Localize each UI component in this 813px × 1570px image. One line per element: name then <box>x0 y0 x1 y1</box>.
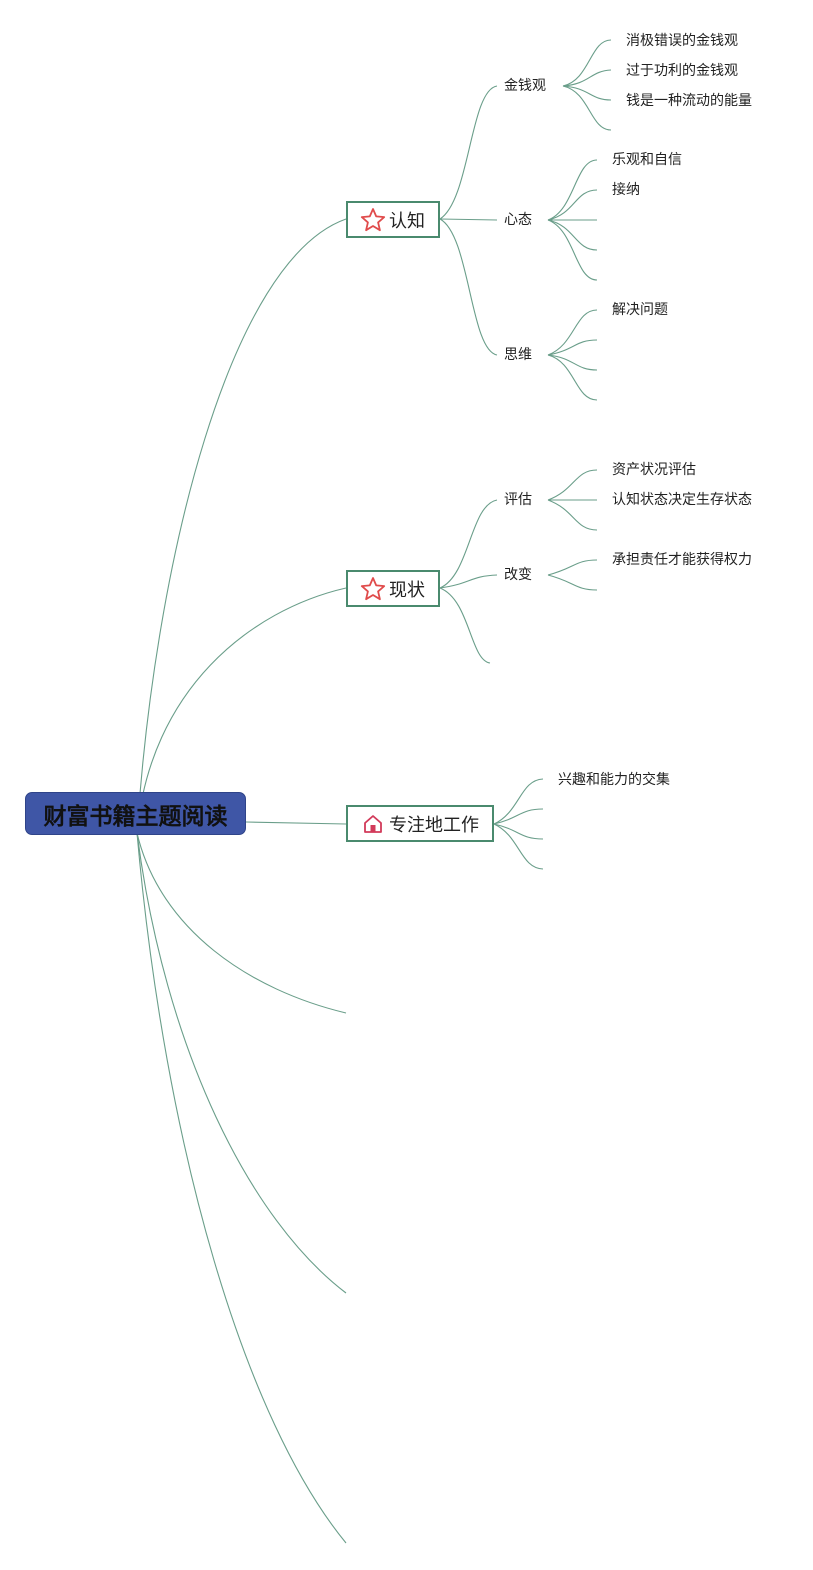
star-icon <box>360 207 386 233</box>
subtopic-change[interactable]: 改变 <box>504 567 532 583</box>
topic-label: 认知 <box>389 210 425 232</box>
leaf-node[interactable]: 过于功利的金钱观 <box>626 63 738 79</box>
root-topic[interactable]: 财富书籍主题阅读 <box>25 792 246 835</box>
topic-label: 专注地工作 <box>389 814 479 836</box>
leaf-node[interactable]: 乐观和自信 <box>612 152 682 168</box>
topic-label: 现状 <box>389 579 425 601</box>
leaf-node[interactable]: 兴趣和能力的交集 <box>558 772 670 788</box>
topic-status[interactable]: 现状 <box>346 570 440 607</box>
star-icon <box>360 576 386 602</box>
leaf-node[interactable]: 消极错误的金钱观 <box>626 33 738 49</box>
subtopic-money-view[interactable]: 金钱观 <box>504 78 546 94</box>
subtopic-thinking[interactable]: 思维 <box>504 347 532 363</box>
leaf-node[interactable]: 接纳 <box>612 182 640 198</box>
subtopic-mindset[interactable]: 心态 <box>504 212 532 228</box>
leaf-node[interactable]: 解决问题 <box>612 302 668 318</box>
root-topic-label: 财富书籍主题阅读 <box>43 803 228 830</box>
leaf-node[interactable]: 钱是一种流动的能量 <box>626 93 752 109</box>
house-icon <box>360 811 386 837</box>
topic-focused-work[interactable]: 专注地工作 <box>346 805 494 842</box>
leaf-node[interactable]: 承担责任才能获得权力 <box>612 552 752 568</box>
leaf-node[interactable]: 资产状况评估 <box>612 462 696 478</box>
subtopic-assess[interactable]: 评估 <box>504 492 532 508</box>
leaf-node[interactable]: 认知状态决定生存状态 <box>612 492 752 508</box>
topic-cognition[interactable]: 认知 <box>346 201 440 238</box>
